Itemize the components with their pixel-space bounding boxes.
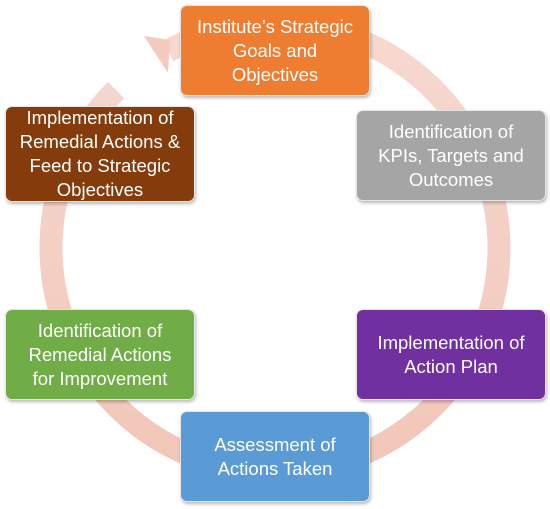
node-remedial-actions-text: Identification of Remedial Actions for I…	[29, 319, 172, 391]
node-kpis-targets: Identification of KPIs, Targets and Outc…	[356, 110, 546, 201]
node-text-line: Identification of	[37, 319, 163, 341]
node-text-line: Objectives	[231, 63, 319, 85]
node-text-line: Actions Taken	[217, 457, 333, 479]
node-text-line: Assessment of	[214, 433, 336, 455]
node-action-plan: Implementation of Action Plan	[356, 309, 546, 400]
node-text-line: Identification of	[388, 120, 514, 142]
node-text-line: Implementation of	[377, 331, 525, 353]
node-text-line: Remedial Actions &	[19, 131, 181, 152]
node-text-line: Action Plan	[404, 355, 498, 377]
node-assessment: Assessment of Actions Taken	[180, 411, 370, 502]
node-strategic-goals: Institute’s Strategic Goals and Objectiv…	[180, 5, 370, 96]
node-text-line: Institute’s Strategic	[197, 15, 353, 37]
node-text-line: for Improvement	[32, 367, 168, 389]
node-text-line: Remedial Actions	[28, 343, 172, 365]
node-kpis-targets-text: Identification of KPIs, Targets and Outc…	[378, 120, 524, 192]
node-text-line: KPIs, Targets and	[378, 144, 524, 166]
node-text-line: Outcomes	[408, 168, 494, 190]
cycle-ring	[39, 12, 511, 484]
node-text-line: Objectives	[56, 179, 144, 200]
node-action-plan-text: Implementation of Action Plan	[377, 331, 524, 379]
node-text-line: Goals and	[232, 39, 318, 61]
node-assessment-text: Assessment of Actions Taken	[214, 433, 335, 481]
node-remedial-actions: Identification of Remedial Actions for I…	[5, 309, 195, 400]
cycle-arrowhead	[144, 36, 170, 73]
node-remedial-implementation: Implementation of Remedial Actions & Fee…	[5, 106, 195, 202]
node-text-line: Implementation of	[26, 107, 174, 128]
node-text-line: Feed to Strategic	[29, 155, 171, 176]
node-strategic-goals-text: Institute’s Strategic Goals and Objectiv…	[197, 15, 353, 87]
node-remedial-implementation-text: Implementation of Remedial Actions & Fee…	[20, 106, 180, 202]
